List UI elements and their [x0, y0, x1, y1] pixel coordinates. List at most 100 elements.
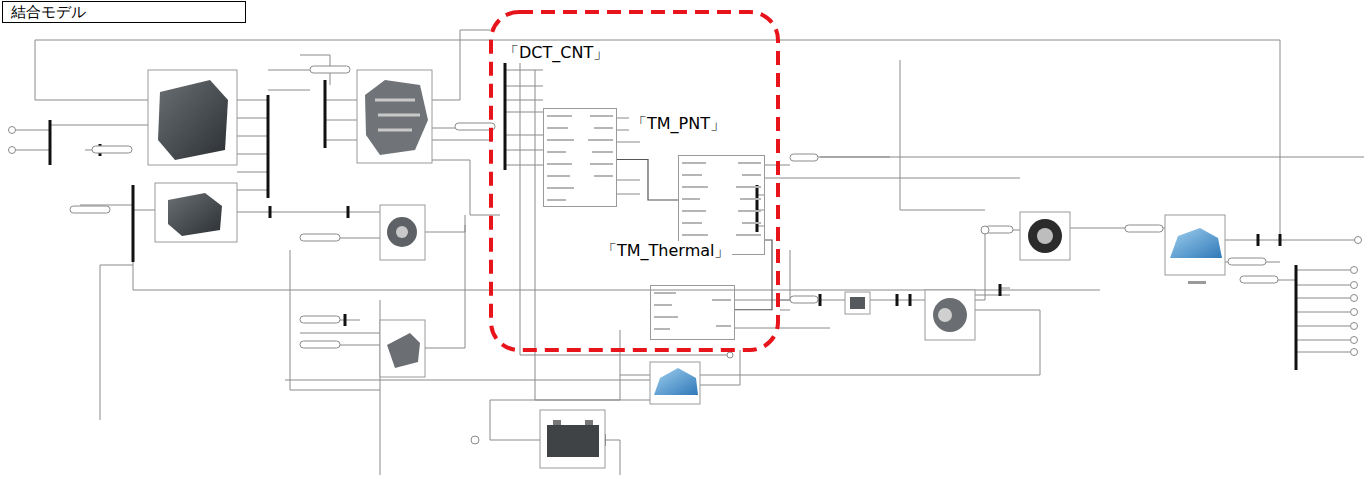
vehicle-frame [1165, 215, 1225, 275]
block-ports [547, 116, 761, 329]
signal-wires [10, 30, 1364, 475]
alternator-icon [387, 217, 417, 247]
terminal [1351, 282, 1358, 289]
tire-icon [1028, 219, 1062, 253]
body-icon [654, 368, 698, 395]
tick [347, 206, 350, 218]
terminal [1351, 295, 1358, 302]
block-name: 「DCT_CNT」 [501, 43, 611, 63]
motor-frame [925, 290, 975, 340]
tick [896, 294, 899, 306]
tick [1257, 234, 1260, 246]
junction [981, 226, 989, 234]
wire [505, 135, 543, 165]
battery-frame [540, 410, 605, 468]
battery-icon [547, 425, 599, 457]
battery-terminal [585, 420, 593, 425]
tick [819, 294, 822, 306]
ecu-frame [155, 183, 237, 242]
wire [237, 100, 268, 190]
wire [290, 238, 380, 390]
block-name: 「TM_Thermal」 [599, 241, 732, 261]
bus-bar [324, 80, 327, 148]
motor-icon [933, 298, 967, 332]
port-pill [300, 316, 340, 323]
wire [35, 40, 1280, 236]
engine-detail [375, 100, 420, 130]
tire-wheel [1037, 228, 1053, 244]
starter-frame [380, 320, 425, 377]
tire-frame [1020, 212, 1070, 260]
wire [100, 265, 133, 420]
bus-bar [504, 62, 507, 170]
wire [300, 55, 357, 140]
port-pill [300, 341, 340, 348]
terminal [1351, 337, 1358, 344]
terminal [1351, 323, 1358, 330]
bus-bar [49, 120, 52, 165]
port-pill [1125, 225, 1163, 232]
wire [900, 60, 1165, 230]
wire [432, 30, 490, 100]
bus-bar [267, 95, 270, 198]
terminal [1351, 309, 1358, 316]
vehicle-icon [1170, 228, 1222, 258]
port-pill [92, 146, 132, 153]
ecu-frame [148, 70, 237, 165]
engine-icon [365, 80, 428, 155]
icon-caption-mark [1188, 281, 1206, 284]
wire [35, 40, 148, 100]
terminal [1355, 237, 1362, 244]
wire [505, 70, 543, 112]
terminal [1351, 267, 1358, 274]
wire [757, 165, 1020, 226]
junction [727, 352, 733, 358]
terminal [9, 147, 16, 154]
port-pill [310, 66, 350, 73]
highlight-region [491, 12, 778, 350]
title-box: 結合モデル [2, 1, 246, 23]
signal-connector [735, 240, 772, 310]
battery-terminal [553, 420, 561, 425]
controller-icon [850, 297, 865, 309]
port-name-stubs [588, 116, 613, 176]
port-pill [1228, 258, 1266, 265]
block-name: 「TM_PNT」 [629, 114, 728, 134]
subsystem-block: 「DCT_CNT」 [543, 108, 617, 207]
tick [999, 284, 1002, 296]
controller-frame [845, 292, 870, 314]
engine-frame [357, 70, 432, 163]
port-pill [70, 206, 110, 213]
signal-connector [617, 159, 678, 200]
component-icons [148, 70, 1225, 468]
tick [1279, 234, 1282, 246]
junction [471, 436, 479, 444]
wire [268, 70, 310, 90]
ecu-icon [168, 193, 222, 236]
wire [735, 250, 830, 328]
wire [10, 130, 50, 150]
wire [800, 157, 1364, 158]
subsystem-block: 「TM_PNT」 [678, 155, 765, 255]
signal-ports [9, 66, 1362, 444]
port-name-stubs [736, 163, 761, 235]
port-name-stubs [547, 116, 574, 200]
alternator-frame [380, 205, 425, 260]
bus-bar [132, 185, 135, 262]
wire [133, 240, 1100, 290]
model-title: 結合モデル [3, 2, 94, 22]
terminal [1351, 349, 1358, 356]
bus-bars [50, 62, 1296, 446]
bus-bar [1295, 265, 1298, 370]
body-frame [650, 362, 700, 404]
port-pill [300, 234, 340, 241]
bus-bar [756, 185, 759, 232]
motor-detail [938, 308, 952, 322]
port-name-stubs [654, 293, 731, 329]
port-name-stubs [682, 163, 708, 247]
tick [344, 314, 347, 326]
tick [909, 294, 912, 306]
wire [50, 125, 148, 160]
starter-icon [387, 333, 420, 368]
